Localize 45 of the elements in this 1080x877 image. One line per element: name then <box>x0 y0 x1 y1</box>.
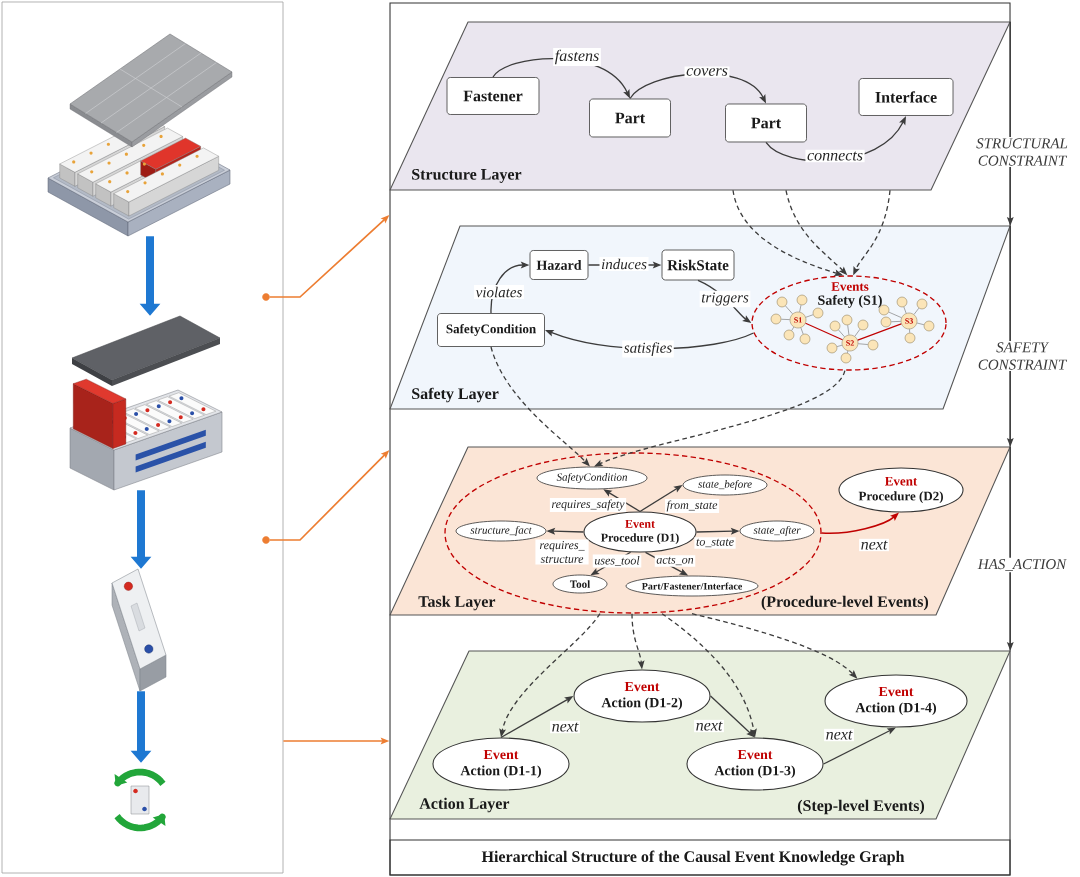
connector-line <box>838 329 845 338</box>
concept-box: Part <box>725 103 807 143</box>
edge-label: requires_ structure <box>535 539 589 565</box>
connector-line <box>805 314 814 318</box>
connector-line <box>857 323 902 341</box>
concept-box: Interface <box>858 78 954 116</box>
edge-label: STRUCTURAL CONSTRAINT <box>973 137 1071 167</box>
connector-line <box>836 344 843 347</box>
connector-line <box>800 327 804 335</box>
connector-line <box>791 326 795 331</box>
concept-box: Fastener <box>446 77 540 115</box>
connector-line <box>909 328 911 334</box>
arrow <box>822 727 896 765</box>
connector-line <box>780 318 791 320</box>
connector-line <box>888 311 902 318</box>
caption-box: Hierarchical Structure of the Causal Event Knowledge Graph <box>389 839 1011 876</box>
battery-module-drawing <box>69 315 223 491</box>
connector-line <box>785 305 793 315</box>
connector-line <box>916 322 925 326</box>
connector-line <box>799 304 802 313</box>
edge-label: covers <box>684 66 730 78</box>
edge-label: violates <box>474 285 524 299</box>
edge-label: to_state <box>694 537 736 549</box>
edge-label: acts_on <box>654 555 696 567</box>
battery-pack-drawing <box>47 33 233 237</box>
battery-cell-drawing <box>111 568 167 692</box>
concept-box: Hazard <box>529 250 589 280</box>
edge-label: uses_tool <box>592 554 642 568</box>
concept-box: Part <box>589 98 671 138</box>
connector-line <box>847 324 850 336</box>
recycling-drawing <box>114 768 166 832</box>
connector-line <box>903 306 907 314</box>
concept-box: SafetyCondition <box>437 313 545 347</box>
connector-line <box>857 343 869 345</box>
connector-line <box>805 322 843 341</box>
concept-box: RiskState <box>661 249 735 281</box>
connector-line <box>847 350 849 354</box>
edge-label: induces <box>599 257 649 271</box>
edge-label: HAS_ACTION <box>973 557 1071 573</box>
connector-line <box>890 321 902 323</box>
connector-line <box>913 307 920 315</box>
image-panel <box>1 1 284 874</box>
edge-label: fastens <box>553 48 601 66</box>
connector-line <box>854 328 861 337</box>
edge-label: SAFETY CONSTRAINT <box>973 341 1071 371</box>
